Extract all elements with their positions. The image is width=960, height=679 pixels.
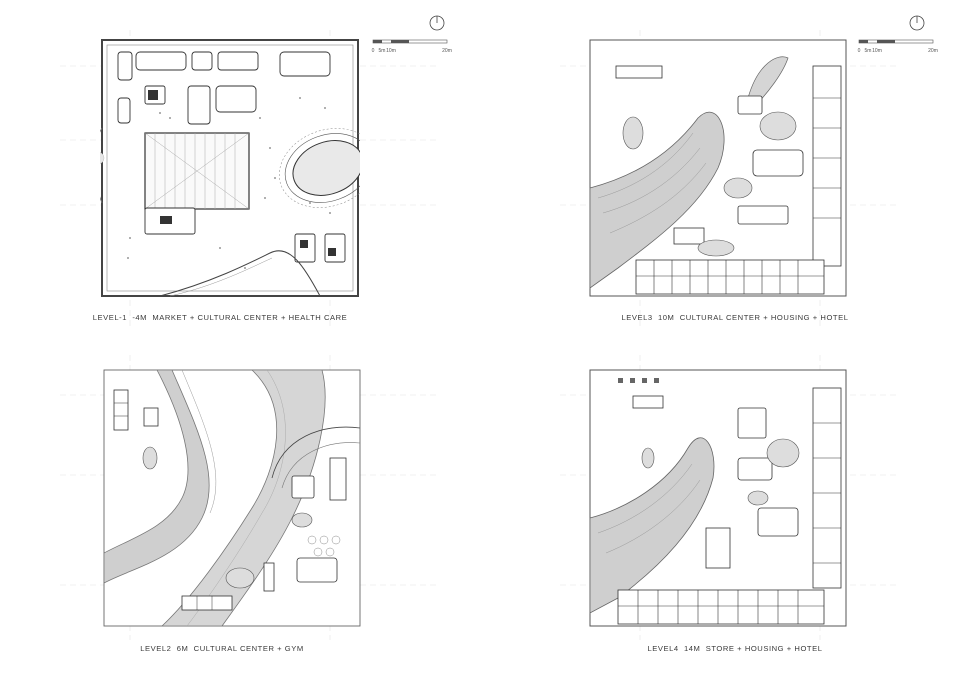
scale-label-5m: 5m [864, 48, 872, 54]
plan-caption-level2: LEVEL2 6M CULTURAL CENTER + GYM [140, 644, 304, 653]
north-arrow-icon [428, 14, 446, 32]
scale-label-0: 0 [371, 48, 375, 54]
floor-plan-level3 [588, 38, 848, 298]
scale-bar-top-right: 0 5m 10m 20m [856, 34, 938, 56]
scale-label-10m: 10m [872, 48, 882, 54]
scale-label-20m: 20m [442, 48, 452, 54]
scale-bar-top-left: 0 5m 10m 20m [370, 34, 452, 56]
plan-caption-level3: LEVEL3 10M CULTURAL CENTER + HOUSING + H… [621, 313, 849, 322]
scale-label-5m: 5m [378, 48, 386, 54]
floor-plan-level-1 [100, 38, 360, 298]
scale-label-20m: 20m [928, 48, 938, 54]
north-arrow-icon [908, 14, 926, 32]
plan-caption-level-1: LEVEL-1 -4M MARKET + CULTURAL CENTER + H… [92, 313, 348, 322]
floor-plan-level4 [588, 368, 848, 628]
floor-plan-level2 [102, 368, 362, 628]
scale-label-0: 0 [857, 48, 861, 54]
plan-caption-level4: LEVEL4 14M STORE + HOUSING + HOTEL [647, 644, 823, 653]
scale-label-10m: 10m [386, 48, 396, 54]
